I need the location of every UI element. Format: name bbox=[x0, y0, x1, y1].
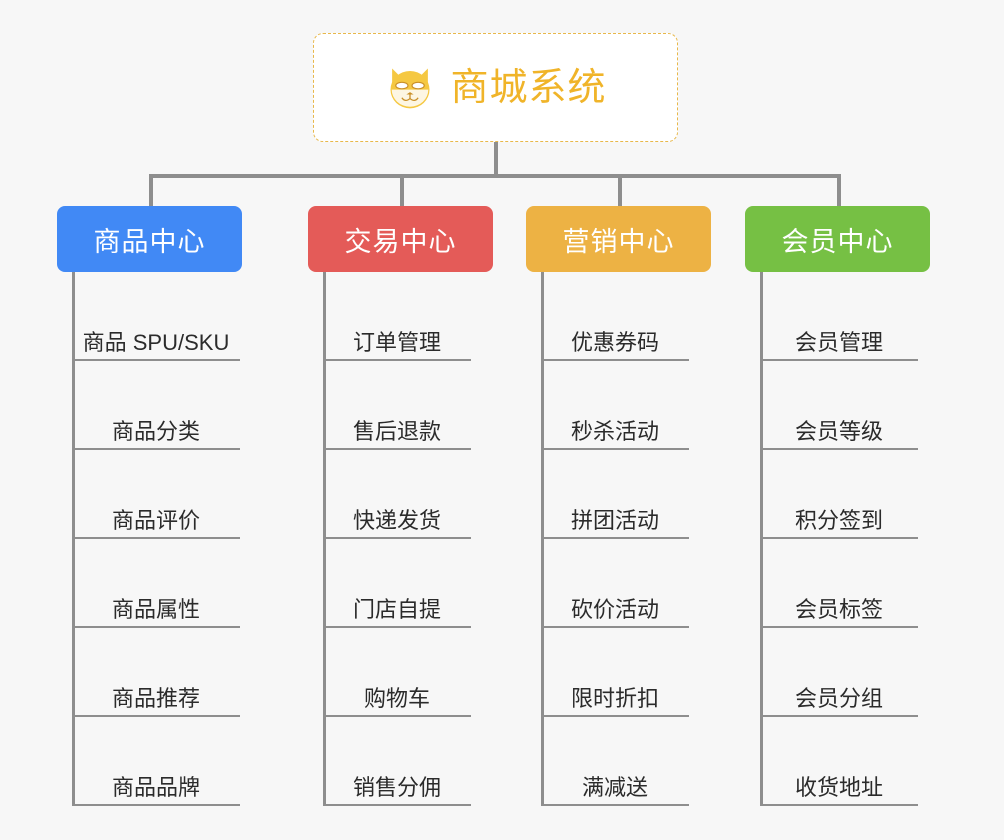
leaf-item-label: 会员管理 bbox=[794, 329, 883, 355]
leaf-item[interactable]: 优惠券码 bbox=[541, 272, 689, 361]
root-node-mall-system[interactable]: 商城系统 bbox=[313, 33, 678, 142]
leaf-item[interactable]: 商品属性 bbox=[72, 539, 240, 628]
connector-drop-3 bbox=[618, 174, 622, 208]
leaf-item[interactable]: 门店自提 bbox=[323, 539, 471, 628]
connector-horizontal-bar bbox=[149, 174, 841, 178]
leaf-spine bbox=[323, 272, 326, 806]
connector-drop-1 bbox=[149, 174, 153, 208]
leaf-item[interactable]: 秒杀活动 bbox=[541, 361, 689, 450]
leaf-item[interactable]: 销售分佣 bbox=[323, 717, 471, 806]
category-header-member[interactable]: 会员中心 bbox=[745, 206, 930, 272]
leaf-item[interactable]: 商品品牌 bbox=[72, 717, 240, 806]
leaf-item-label: 订单管理 bbox=[352, 329, 441, 355]
category-header-label: 会员中心 bbox=[781, 226, 894, 257]
leaf-item[interactable]: 限时折扣 bbox=[541, 628, 689, 717]
leaf-item-label: 商品评价 bbox=[111, 507, 200, 533]
leaf-item-label: 商品推荐 bbox=[111, 685, 200, 711]
leaf-item-label: 会员分组 bbox=[794, 685, 883, 711]
leaf-item-label: 收货地址 bbox=[794, 774, 883, 800]
leaf-item[interactable]: 会员标签 bbox=[760, 539, 918, 628]
leaf-item[interactable]: 收货地址 bbox=[760, 717, 918, 806]
leaf-item-label: 商品分类 bbox=[111, 418, 200, 444]
leaf-item-label: 秒杀活动 bbox=[570, 418, 659, 444]
leaf-item[interactable]: 商品分类 bbox=[72, 361, 240, 450]
root-node-title: 商城系统 bbox=[450, 66, 607, 109]
leaf-item-label: 快递发货 bbox=[352, 507, 441, 533]
leaf-item[interactable]: 订单管理 bbox=[323, 272, 471, 361]
category-header-trade[interactable]: 交易中心 bbox=[308, 206, 493, 272]
leaf-item[interactable]: 砍价活动 bbox=[541, 539, 689, 628]
leaf-item[interactable]: 会员分组 bbox=[760, 628, 918, 717]
leaf-item[interactable]: 拼团活动 bbox=[541, 450, 689, 539]
leaf-spine bbox=[760, 272, 763, 806]
leaf-item[interactable]: 购物车 bbox=[323, 628, 471, 717]
category-header-product[interactable]: 商品中心 bbox=[57, 206, 242, 272]
leaf-item[interactable]: 满减送 bbox=[541, 717, 689, 806]
leaf-item[interactable]: 积分签到 bbox=[760, 450, 918, 539]
connector-root-stem bbox=[494, 142, 498, 178]
leaf-item[interactable]: 会员管理 bbox=[760, 272, 918, 361]
leaf-spine bbox=[72, 272, 75, 806]
leaf-item-label: 售后退款 bbox=[352, 418, 441, 444]
leaf-item-label: 销售分佣 bbox=[352, 774, 441, 800]
leaf-item-label: 会员标签 bbox=[794, 596, 883, 622]
leaf-item-label: 积分签到 bbox=[794, 507, 883, 533]
leaf-item-label: 拼团活动 bbox=[570, 507, 659, 533]
leaf-item-label: 商品品牌 bbox=[111, 774, 200, 800]
connector-drop-4 bbox=[837, 174, 841, 208]
leaf-item[interactable]: 商品 SPU/SKU bbox=[72, 272, 240, 361]
leaf-item-label: 门店自提 bbox=[352, 596, 441, 622]
leaf-item[interactable]: 售后退款 bbox=[323, 361, 471, 450]
category-header-label: 商品中心 bbox=[93, 226, 206, 257]
leaf-item-label: 商品属性 bbox=[111, 596, 200, 622]
category-header-marketing[interactable]: 营销中心 bbox=[526, 206, 711, 272]
leaf-item-label: 商品 SPU/SKU bbox=[82, 329, 230, 355]
leaf-item-label: 满减送 bbox=[581, 774, 648, 800]
leaf-item-label: 砍价活动 bbox=[570, 596, 659, 622]
leaf-item-label: 会员等级 bbox=[794, 418, 883, 444]
connector-drop-2 bbox=[400, 174, 404, 208]
category-header-label: 营销中心 bbox=[562, 226, 675, 257]
shiba-dog-icon bbox=[390, 68, 430, 110]
leaf-item[interactable]: 会员等级 bbox=[760, 361, 918, 450]
leaf-item-label: 购物车 bbox=[363, 685, 430, 711]
leaf-item-label: 限时折扣 bbox=[570, 685, 659, 711]
leaf-item[interactable]: 商品评价 bbox=[72, 450, 240, 539]
leaf-item[interactable]: 快递发货 bbox=[323, 450, 471, 539]
leaf-item[interactable]: 商品推荐 bbox=[72, 628, 240, 717]
category-header-label: 交易中心 bbox=[344, 226, 457, 257]
leaf-item-label: 优惠券码 bbox=[570, 329, 659, 355]
leaf-spine bbox=[541, 272, 544, 806]
